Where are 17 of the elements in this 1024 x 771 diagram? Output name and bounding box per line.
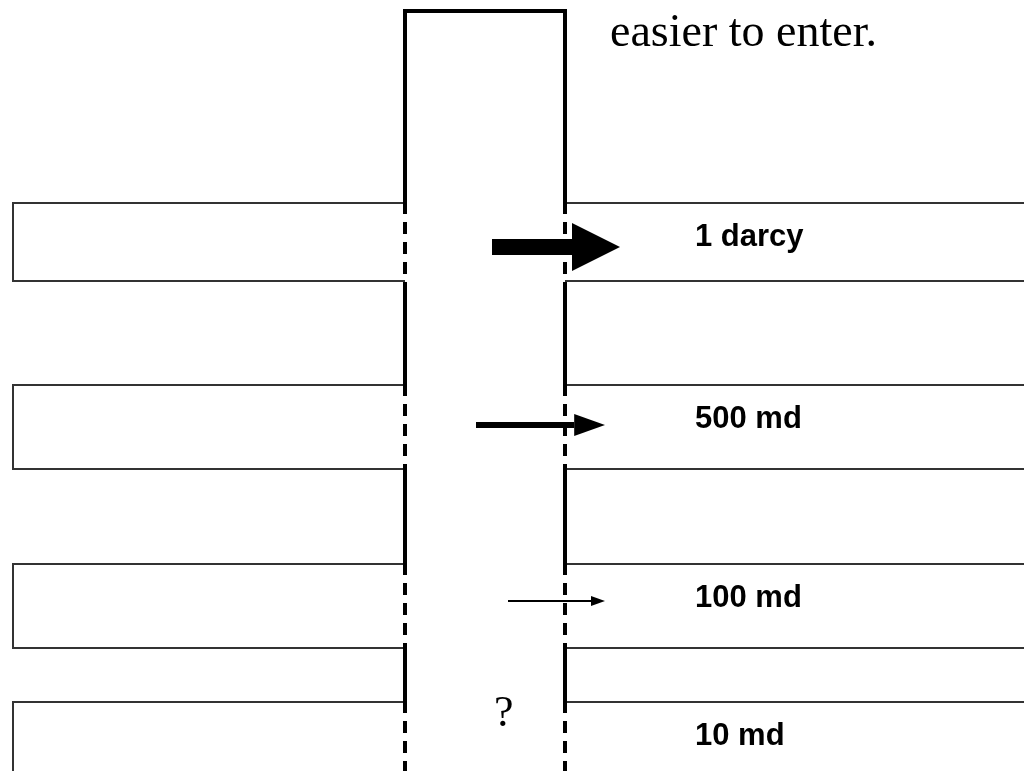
rock-layer bbox=[565, 384, 1024, 470]
permeability-label: 100 md bbox=[695, 579, 802, 615]
rock-layer bbox=[565, 563, 1024, 649]
rock-layer bbox=[12, 563, 405, 649]
permeability-label: 500 md bbox=[695, 400, 802, 436]
flow-arrow bbox=[476, 414, 605, 436]
flow-arrow bbox=[492, 223, 620, 271]
heading-text: easier to enter. bbox=[610, 4, 877, 57]
rock-layer bbox=[12, 701, 405, 771]
flow-arrow bbox=[507, 596, 605, 606]
question-mark: ? bbox=[494, 686, 514, 737]
rock-layer bbox=[565, 202, 1024, 282]
wellbore bbox=[402, 8, 568, 771]
permeability-label: 1 darcy bbox=[695, 218, 804, 254]
rock-layer bbox=[12, 202, 405, 282]
permeability-label: 10 md bbox=[695, 717, 785, 753]
rock-layer bbox=[12, 384, 405, 470]
